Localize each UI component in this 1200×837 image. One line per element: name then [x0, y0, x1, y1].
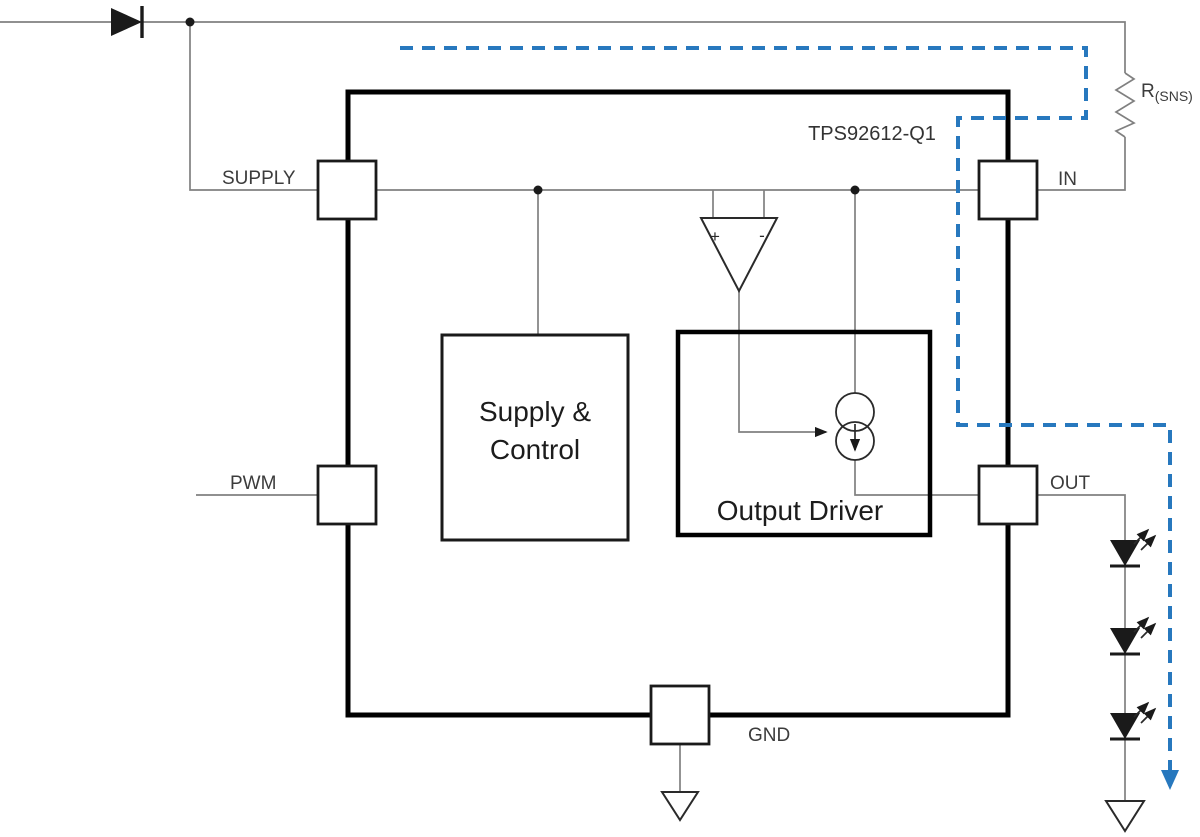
comparator-plus-label: + [710, 227, 720, 246]
rsns-label: R(SNS) [1141, 81, 1193, 104]
led-1 [1110, 528, 1157, 568]
pin-out [977, 464, 1039, 526]
current-source-circle-bottom [835, 421, 875, 461]
pin-gnd-label: GND [748, 725, 790, 746]
led-triangle [1110, 628, 1140, 654]
supply-control-block [440, 333, 630, 542]
ground-symbol-led-string [1104, 800, 1146, 833]
current-path-dashed [400, 46, 1179, 790]
sense-resistor [1114, 72, 1136, 138]
output-driver-block [675, 329, 933, 538]
comparator-triangle [699, 217, 779, 294]
diode-triangle [111, 8, 142, 36]
input-diode [111, 6, 144, 38]
supply-control-label-line1: Supply & [479, 396, 591, 427]
ground-symbol-gnd-pin [660, 791, 700, 822]
wires [0, 21, 1136, 801]
wire-rsns-to-in [1037, 137, 1126, 191]
part-number-label: TPS92612-Q1 [808, 123, 936, 145]
comparator-minus-label: - [759, 226, 765, 245]
pin-pwm-label: PWM [230, 473, 276, 494]
led-emission-arrow [1140, 534, 1157, 551]
comparator: + - [699, 217, 779, 294]
junction-dot [850, 185, 860, 195]
wire-current-source-to-out [854, 460, 979, 496]
current-path-line [400, 46, 1172, 772]
pin-in [977, 159, 1039, 221]
current-source [835, 392, 875, 461]
led-emission-arrow [1140, 707, 1157, 724]
output-driver-label: Output Driver [717, 495, 884, 526]
pin-out-label: OUT [1050, 473, 1091, 494]
led-emission-arrow [1133, 616, 1150, 633]
wire-comparator-output-arrow [738, 291, 828, 438]
pin-in-label: IN [1058, 169, 1077, 190]
led-emission-arrow [1133, 528, 1150, 545]
led-triangle [1110, 540, 1140, 566]
supply-control-label-line2: Control [490, 434, 580, 465]
led-3 [1110, 701, 1157, 741]
junction-dot [185, 17, 195, 27]
rsns-label-main: R [1141, 81, 1155, 102]
pin-supply-label: SUPPLY [222, 168, 296, 189]
pin-gnd [649, 684, 711, 746]
led-emission-arrow [1133, 701, 1150, 718]
pin-pwm [316, 464, 378, 526]
rsns-label-subscript: (SNS) [1155, 88, 1193, 104]
pin-supply [316, 159, 378, 221]
junction-dot [533, 185, 543, 195]
current-path-arrowhead [1161, 770, 1179, 790]
wire-supply-branch [189, 22, 318, 191]
wire-out-to-led1 [1037, 494, 1126, 540]
wire-top [142, 21, 1126, 73]
led-triangle [1110, 713, 1140, 739]
led-emission-arrow [1140, 622, 1157, 639]
led-2 [1110, 616, 1157, 656]
